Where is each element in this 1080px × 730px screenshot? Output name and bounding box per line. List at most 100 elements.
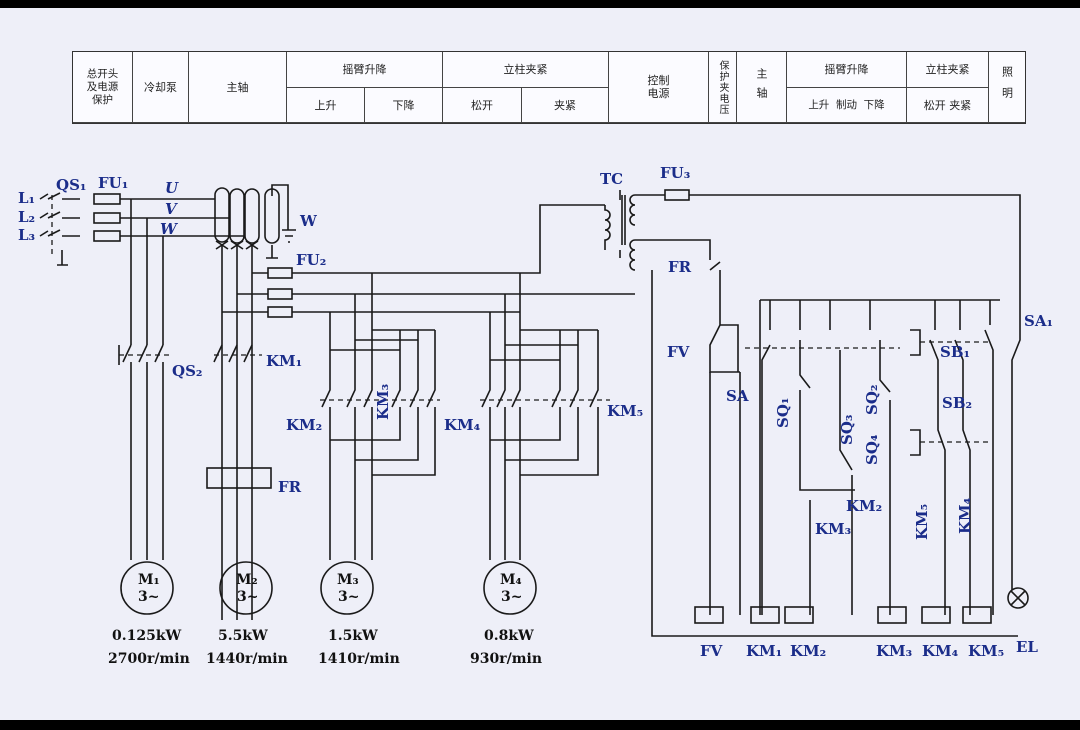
label-coil-km4: KM₄ xyxy=(922,642,959,660)
label-w-bus: W xyxy=(160,220,179,238)
cell-arm-down: 下降 xyxy=(365,88,443,123)
cell-arm-ctrl-actions: 上升 制动 下降 xyxy=(787,88,907,123)
motor-m2-speed: 1440r/min xyxy=(206,651,288,667)
motor-m2-name: M₂ xyxy=(236,572,258,588)
motor-m3-power: 1.5kW xyxy=(328,628,378,644)
motor-m1-power: 0.125kW xyxy=(112,628,182,644)
label-km4-contact: KM₄ xyxy=(956,497,974,534)
label-w-ground: W xyxy=(299,212,318,230)
label-sq1: SQ₁ xyxy=(774,398,792,428)
coil-km4 xyxy=(921,606,951,624)
label-l1: L₁ xyxy=(18,189,35,207)
fuse-fu1-c xyxy=(93,230,121,242)
fuse-fu2-a xyxy=(267,267,293,279)
motor-m1 xyxy=(120,561,174,615)
diagram-frame xyxy=(0,8,1080,720)
labels: L₁ L₂ L₃ QS₁ FU₁ U V W W FU₂ QS₂ KM₁ FR … xyxy=(18,164,1053,660)
motor-m3 xyxy=(320,561,374,615)
label-sq3: SQ₃ xyxy=(838,415,856,445)
label-u: U xyxy=(165,179,179,197)
label-km3-contact: KM₃ xyxy=(815,520,851,538)
cell-arm-lift-ctrl: 摇臂升降 xyxy=(787,52,907,88)
branch-m2 xyxy=(206,344,273,615)
label-v: V xyxy=(165,200,178,218)
fuse-fu1-b xyxy=(93,212,121,224)
label-km5: KM₅ xyxy=(607,402,643,420)
fu2-bus xyxy=(222,204,635,330)
motor-m2 xyxy=(219,561,273,615)
motor-labels: M₁ 3~ 0.125kW 2700r/min M₂ 3~ 5.5kW 1440… xyxy=(108,572,542,667)
motor-m1-name: M₁ xyxy=(138,572,160,588)
cell-control-power: 控制 电源 xyxy=(609,52,709,123)
branch-m4 xyxy=(480,329,610,615)
label-coil-km1: KM₁ xyxy=(746,642,782,660)
label-fr-ctrl: FR xyxy=(668,258,692,276)
label-km2: KM₂ xyxy=(286,416,322,434)
label-fu2: FU₂ xyxy=(296,251,326,269)
lamp-el xyxy=(1007,587,1029,609)
cell-main-switch: 总开头 及电源 保护 xyxy=(73,52,133,123)
cell-column-lock: 夹紧 xyxy=(522,88,609,123)
motor-m4-speed: 930r/min xyxy=(470,651,542,667)
label-fu1: FU₁ xyxy=(98,174,128,192)
motor-m3-phase: 3~ xyxy=(338,589,359,605)
cell-arm-up: 上升 xyxy=(287,88,365,123)
label-qs2: QS₂ xyxy=(172,362,202,380)
branch-m1 xyxy=(118,199,174,615)
label-el: EL xyxy=(1016,638,1038,656)
cell-spindle: 主轴 xyxy=(189,52,287,123)
label-coil-km2: KM₂ xyxy=(790,642,826,660)
coil-km1 xyxy=(750,606,780,624)
coil-fv xyxy=(694,606,724,624)
function-table: 总开头 及电源 保护 冷却泵 主轴 摇臂升降 上升 下降 立柱夹紧 松开 夹紧 … xyxy=(72,51,1026,124)
motor-m3-name: M₃ xyxy=(337,572,359,588)
supply-lines xyxy=(39,184,296,620)
fuse-fu3 xyxy=(664,189,690,201)
fuse-fu1-a xyxy=(93,193,121,205)
label-km4: KM₄ xyxy=(444,416,481,434)
motor-m2-phase: 3~ xyxy=(237,589,258,605)
motor-m2-power: 5.5kW xyxy=(218,628,268,644)
label-sq4: SQ₄ xyxy=(863,434,881,465)
cell-protection-voltage: 保护夹电压 xyxy=(709,52,737,123)
label-sb2: SB₂ xyxy=(942,394,972,412)
label-tc: TC xyxy=(600,170,623,188)
coil-km3 xyxy=(877,606,907,624)
label-coil-km3: KM₃ xyxy=(876,642,912,660)
cell-column-ctrl-actions: 松开 夹紧 xyxy=(907,88,989,123)
motor-m3-speed: 1410r/min xyxy=(318,651,400,667)
label-sa: SA xyxy=(726,387,749,405)
cell-column-release: 松开 xyxy=(443,88,522,123)
thermal-relay-fr xyxy=(206,467,272,489)
label-fr: FR xyxy=(278,478,302,496)
label-sb1: SB₁ xyxy=(940,343,970,361)
fuse-fu2-b xyxy=(267,288,293,300)
label-fv: FV xyxy=(667,343,690,361)
motor-m4-power: 0.8kW xyxy=(484,628,534,644)
cell-lighting: 照明 xyxy=(989,52,1025,123)
cell-arm-lift: 摇臂升降 xyxy=(287,52,443,88)
motor-m1-speed: 2700r/min xyxy=(108,651,190,667)
motor-m4-name: M₄ xyxy=(500,572,522,588)
label-km3: KM₃ xyxy=(374,384,392,420)
label-fu3: FU₃ xyxy=(660,164,690,182)
cell-coolant-pump: 冷却泵 xyxy=(133,52,189,123)
cell-column-clamp: 立柱夹紧 xyxy=(443,52,609,88)
label-qs1: QS₁ xyxy=(56,176,86,194)
label-l2: L₂ xyxy=(18,208,35,226)
label-l3: L₃ xyxy=(18,226,35,244)
branch-m3 xyxy=(320,329,440,615)
coil-km5 xyxy=(962,606,992,624)
coil-km2 xyxy=(784,606,814,624)
cell-spindle-ctrl: 主轴 xyxy=(737,52,787,123)
label-coil-km5: KM₅ xyxy=(968,642,1004,660)
label-sa1: SA₁ xyxy=(1024,312,1053,330)
coils xyxy=(694,606,992,624)
label-sq2: SQ₂ xyxy=(863,385,881,415)
label-km5-contact: KM₅ xyxy=(913,504,931,540)
cell-column-clamp-ctrl: 立柱夹紧 xyxy=(907,52,989,88)
label-km2-contact: KM₂ xyxy=(846,497,882,515)
motor-m4 xyxy=(483,561,537,615)
label-coil-fv: FV xyxy=(700,642,723,660)
